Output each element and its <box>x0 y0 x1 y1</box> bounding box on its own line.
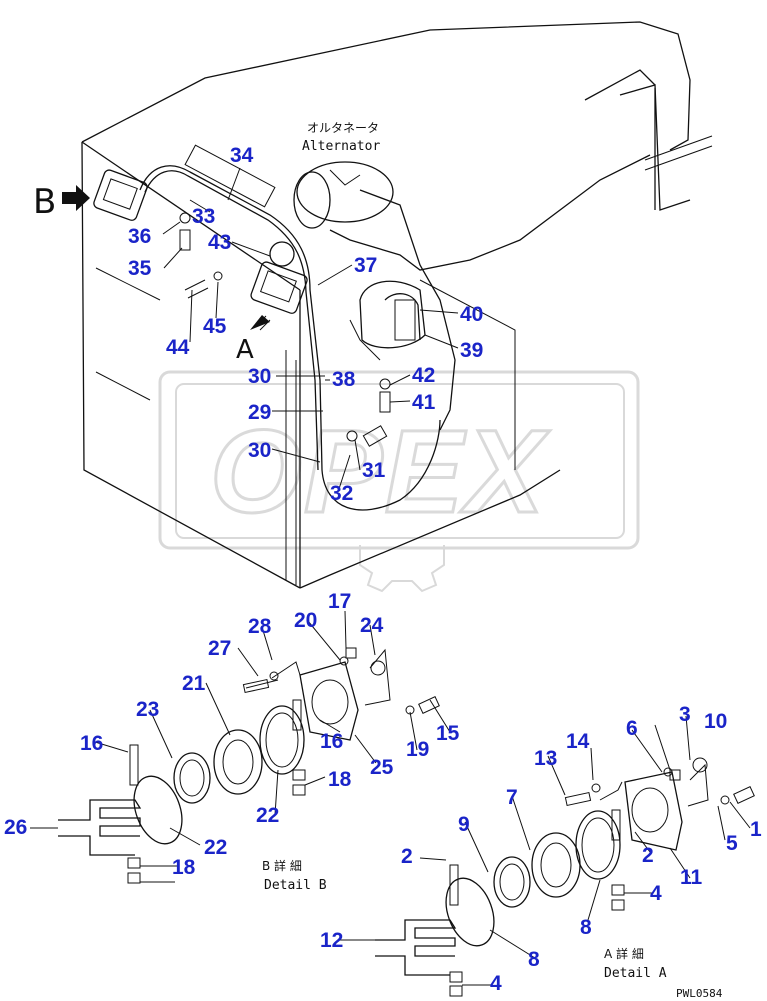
callout-4a: 4 <box>650 882 662 905</box>
callout-22a: 22 <box>256 804 279 827</box>
lamp-housing <box>359 280 426 349</box>
detail-a-jp-label: A 詳 細 <box>604 946 644 961</box>
callout-44: 44 <box>166 336 190 359</box>
callout-16a: 16 <box>80 732 103 755</box>
callout-36: 36 <box>128 225 151 248</box>
callout-19: 19 <box>406 738 429 761</box>
leader-lines <box>30 167 751 986</box>
callout-2b: 2 <box>642 844 654 867</box>
callout-38: 38 <box>332 368 356 391</box>
callout-25: 25 <box>370 756 394 779</box>
alternator-en-label: Alternator <box>302 139 380 154</box>
detail-b-jp-label: B 詳 細 <box>262 858 302 873</box>
alternator: オルタネータ Alternator <box>293 121 394 229</box>
callouts: 34 33 36 43 35 37 44 45 40 39 30 38 42 4… <box>4 144 762 995</box>
callout-45: 45 <box>203 315 227 338</box>
callout-16b: 16 <box>320 730 343 753</box>
callout-39: 39 <box>460 339 483 362</box>
callout-34: 34 <box>230 144 254 167</box>
callout-21: 21 <box>182 672 206 695</box>
callout-30b: 30 <box>248 439 271 462</box>
callout-33: 33 <box>192 205 215 228</box>
view-b-letter: B <box>33 182 56 222</box>
callout-5: 5 <box>726 832 738 855</box>
callout-10: 10 <box>704 710 727 733</box>
callout-40: 40 <box>460 303 483 326</box>
callout-37: 37 <box>354 254 377 277</box>
callout-32: 32 <box>330 482 353 505</box>
callout-7: 7 <box>506 786 518 809</box>
callout-8a: 8 <box>580 916 592 939</box>
callout-1: 1 <box>750 818 762 841</box>
view-a-letter: A <box>236 335 254 365</box>
view-arrow-a: A <box>236 315 271 365</box>
detail-b-assembly: B 詳 細 Detail B <box>58 647 440 893</box>
alternator-jp-label: オルタネータ <box>307 121 379 135</box>
machine-body <box>81 21 713 589</box>
callout-12: 12 <box>320 929 343 952</box>
callout-3: 3 <box>679 703 691 726</box>
callout-11: 11 <box>680 866 703 889</box>
lamp-b <box>93 169 391 447</box>
wiring-harness <box>139 144 651 511</box>
drawing-code: PWL0584 <box>676 987 723 1000</box>
view-arrow-b: B <box>33 182 90 222</box>
callout-20: 20 <box>294 609 317 632</box>
callout-24: 24 <box>360 614 384 637</box>
detail-b-en-label: Detail B <box>264 878 327 893</box>
callout-14: 14 <box>566 730 590 753</box>
callout-28: 28 <box>248 615 272 638</box>
callout-2a: 2 <box>401 845 413 868</box>
callout-9: 9 <box>458 813 470 836</box>
callout-35: 35 <box>128 257 152 280</box>
callout-42: 42 <box>412 364 435 387</box>
callout-13: 13 <box>534 747 557 770</box>
callout-18b: 18 <box>172 856 196 879</box>
watermark-logo: OPEX <box>158 370 640 593</box>
callout-23: 23 <box>136 698 159 721</box>
callout-15: 15 <box>436 722 460 745</box>
detail-a-assembly: A 詳 細 Detail A <box>375 757 755 997</box>
callout-26: 26 <box>4 816 27 839</box>
callout-6: 6 <box>626 717 638 740</box>
callout-41: 41 <box>412 391 436 414</box>
callout-4b: 4 <box>490 972 502 995</box>
callout-30a: 30 <box>248 365 271 388</box>
callout-22b: 22 <box>204 836 227 859</box>
callout-29: 29 <box>248 401 271 424</box>
callout-18a: 18 <box>328 768 352 791</box>
callout-43: 43 <box>208 231 231 254</box>
detail-a-en-label: Detail A <box>604 966 667 981</box>
callout-27: 27 <box>208 637 231 660</box>
callout-17: 17 <box>328 590 351 613</box>
callout-8b: 8 <box>528 948 540 971</box>
callout-31: 31 <box>362 459 386 482</box>
